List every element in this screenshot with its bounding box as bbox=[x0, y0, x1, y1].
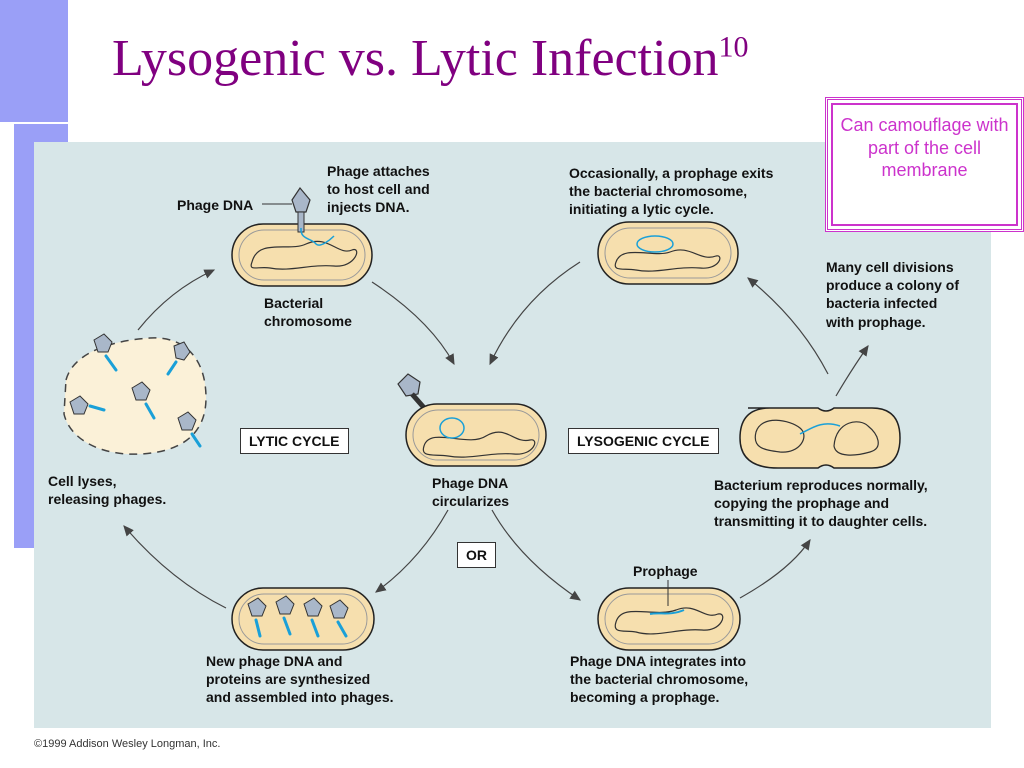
bacterium-prophage bbox=[597, 580, 741, 651]
slide-accent-line bbox=[14, 122, 68, 124]
label-prophage-exits: Occasionally, a prophage exits the bacte… bbox=[569, 165, 774, 218]
label-prophage: Prophage bbox=[633, 563, 698, 579]
callout-box: Can camouflage with part of the cell mem… bbox=[825, 97, 1024, 232]
label-cell-lyses: Cell lyses, releasing phages. bbox=[48, 473, 167, 508]
label-new-phage-dna: New phage DNA and proteins are synthesiz… bbox=[206, 653, 394, 706]
or-label: OR bbox=[457, 542, 496, 568]
label-many-divisions: Many cell divisions produce a colony of … bbox=[826, 259, 960, 330]
label-bacterium-reproduces: Bacterium reproduces normally, copying t… bbox=[714, 477, 928, 530]
bacterium-dividing bbox=[739, 407, 901, 469]
lysogenic-cycle-label: LYSOGENIC CYCLE bbox=[568, 428, 719, 454]
label-bacterial-chromosome: Bacterial chromosome bbox=[264, 295, 352, 330]
cycle-arrows bbox=[123, 261, 869, 609]
bacterium-circularize bbox=[397, 373, 547, 467]
bacterium-attach bbox=[231, 186, 373, 287]
title-superscript: 10 bbox=[718, 30, 749, 64]
lysed-cell bbox=[63, 333, 207, 455]
label-phage-dna-circularizes: Phage DNA circularizes bbox=[432, 475, 510, 510]
title-text: Lysogenic vs. Lytic Infection bbox=[112, 30, 719, 87]
label-phage-attaches: Phage attaches to host cell and injects … bbox=[327, 163, 430, 216]
slide-title: Lysogenic vs. Lytic Infection10 bbox=[112, 30, 749, 87]
lytic-cycle-label: LYTIC CYCLE bbox=[240, 428, 349, 454]
callout-text: Can camouflage with part of the cell mem… bbox=[840, 115, 1009, 180]
label-phage-dna: Phage DNA bbox=[177, 197, 254, 213]
label-phage-integrates: Phage DNA integrates into the bacterial … bbox=[570, 653, 749, 706]
slide-accent-inner bbox=[0, 122, 14, 548]
copyright-text: ©1999 Addison Wesley Longman, Inc. bbox=[34, 738, 221, 750]
bacterium-new-phages bbox=[231, 587, 375, 651]
bacterium-prophage-exit bbox=[597, 221, 739, 285]
